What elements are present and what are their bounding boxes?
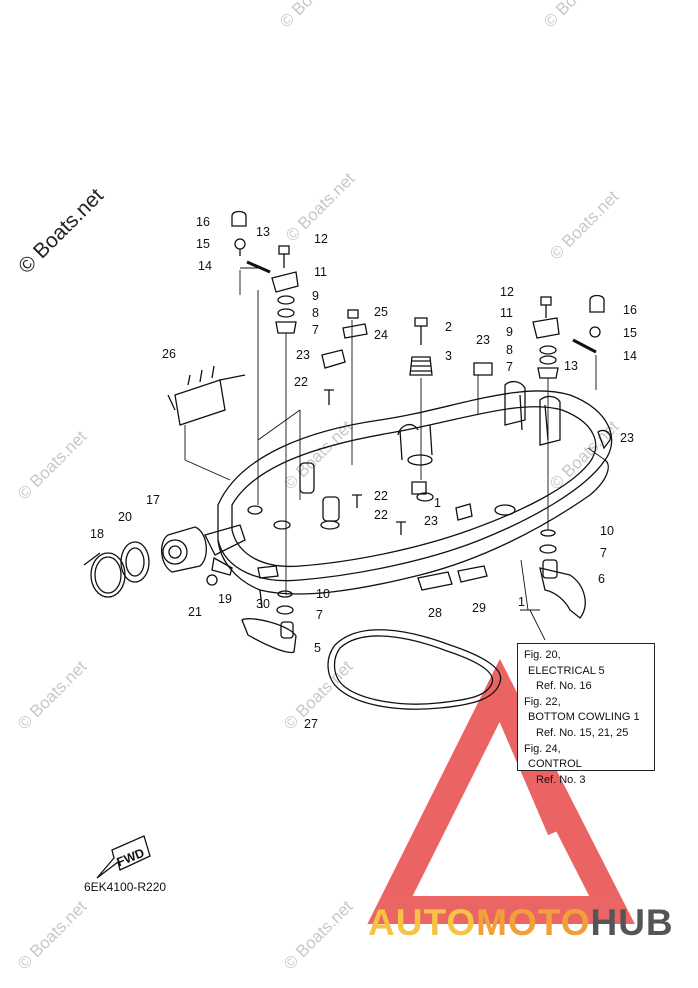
pin-22-b — [352, 494, 362, 508]
brand-part1: AUTO — [368, 902, 477, 943]
callout: 30 — [256, 597, 270, 611]
callout: 13 — [564, 359, 578, 373]
callout: 11 — [314, 265, 327, 279]
ref-line: Ref. No. 15, 21, 25 — [536, 726, 629, 739]
bolt-2 — [414, 317, 428, 327]
callout: 22 — [374, 508, 388, 522]
callout: 8 — [506, 343, 513, 357]
callout: 13 — [256, 225, 270, 239]
pad-23-c — [455, 503, 473, 521]
callout: 2 — [445, 320, 452, 334]
callout: 14 — [198, 259, 212, 273]
pin-22-a — [324, 389, 334, 405]
pin-22-c — [396, 521, 406, 535]
callout: 12 — [500, 285, 514, 299]
ref-line: Fig. 20, — [524, 649, 561, 661]
pad-23-a — [321, 349, 346, 369]
label-30 — [257, 565, 279, 579]
diagram-code: 6EK4100-R220 — [84, 880, 167, 894]
callout: 20 — [118, 510, 132, 524]
callout: 15 — [623, 326, 637, 340]
callout: 7 — [506, 360, 513, 374]
callout: 23 — [424, 514, 438, 528]
bolt-21 — [206, 574, 218, 586]
callout: 8 — [312, 306, 319, 320]
callout: 6 — [598, 572, 605, 586]
callout: 10 — [316, 587, 330, 601]
ref-line: Ref. No. 16 — [536, 680, 592, 693]
fwd-label: FWD — [115, 846, 147, 870]
callout: 23 — [296, 348, 310, 362]
ref-line: ELECTRICAL 5 — [528, 664, 605, 677]
fwd-arrow-icon — [96, 835, 151, 879]
callout: 10 — [600, 524, 614, 538]
pad-23-d — [597, 429, 611, 450]
callout: 19 — [218, 592, 232, 606]
reference-box: Fig. 20, ELECTRICAL 5 Ref. No. 16 Fig. 2… — [517, 643, 655, 786]
lever-right — [539, 567, 586, 619]
callout: 24 — [374, 328, 388, 342]
callout: 23 — [476, 333, 490, 347]
callout: 23 — [620, 431, 634, 445]
callout: 29 — [472, 601, 486, 615]
callout: 14 — [623, 349, 637, 363]
callout: 28 — [428, 606, 442, 620]
callout: 1 — [518, 595, 525, 609]
callout: 22 — [374, 489, 388, 503]
label-28 — [417, 571, 453, 591]
ref-line: Fig. 22, — [524, 695, 561, 708]
ref-line: Ref. No. 3 — [536, 773, 586, 786]
callout: 16 — [196, 215, 210, 229]
callout: 9 — [506, 325, 513, 339]
grommet-assembly — [83, 524, 246, 598]
callout: 17 — [146, 493, 160, 507]
callout: 16 — [623, 303, 637, 317]
callout-labels: 16 15 14 13 12 11 9 8 7 25 24 2 3 23 26 … — [90, 215, 637, 869]
screw-25 — [347, 309, 359, 319]
callout: 9 — [312, 289, 319, 303]
brand-part2: MOTO — [476, 902, 591, 943]
ref-line: CONTROL — [528, 758, 582, 771]
callout: 27 — [304, 717, 318, 731]
screw-stack-left — [231, 210, 299, 334]
seal-gasket — [327, 629, 502, 710]
callout: 15 — [196, 237, 210, 251]
callout: 25 — [374, 305, 388, 319]
callout: 5 — [314, 641, 321, 655]
callout: 7 — [316, 608, 323, 622]
callout: 21 — [188, 605, 202, 619]
callout: 22 — [294, 375, 308, 389]
grommet-4 — [411, 481, 427, 495]
callout: 7 — [600, 546, 607, 560]
bottom-cowling — [217, 380, 613, 609]
label-29 — [457, 565, 488, 583]
grommet-3 — [409, 356, 433, 376]
callout: 11 — [500, 306, 513, 320]
screw-stack-right — [532, 294, 605, 379]
callout: 1 — [434, 496, 441, 510]
callout: 26 — [162, 347, 176, 361]
callout: 18 — [90, 527, 104, 541]
ref-line: BOTTOM COWLING 1 — [528, 711, 640, 724]
callout: 7 — [312, 323, 319, 337]
pad-23-b — [473, 362, 493, 376]
brand-part3: HUB — [590, 902, 674, 943]
bracket-26 — [167, 365, 246, 426]
callout: 12 — [314, 232, 328, 246]
clip-24 — [342, 323, 368, 339]
lever-left — [241, 618, 297, 654]
brand-logo: AUTOMOTOHUB — [368, 902, 674, 944]
ref-line: Fig. 24, — [524, 742, 561, 755]
callout: 3 — [445, 349, 452, 363]
